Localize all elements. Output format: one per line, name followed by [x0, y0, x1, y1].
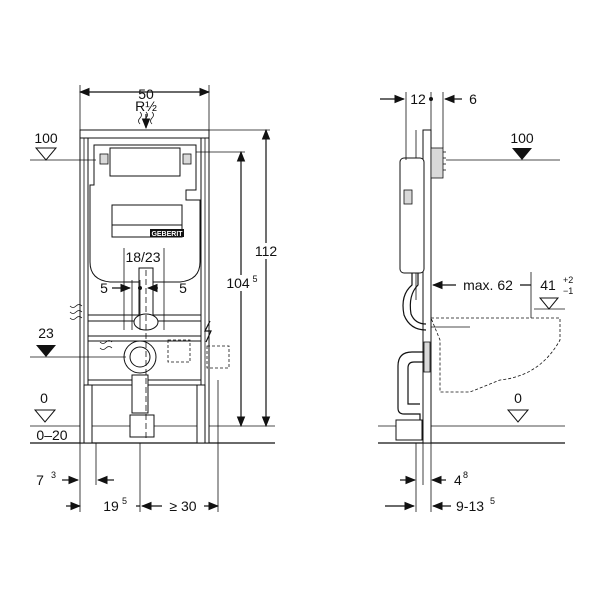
side-flush-pipe [402, 273, 427, 331]
side-dim-9-13-sup: 5 [490, 496, 495, 506]
height-104-label: 104 [226, 275, 250, 291]
side-frame-upright [422, 129, 432, 444]
electrical-box-2 [206, 345, 230, 369]
height-112-label: 112 [255, 243, 278, 259]
side-drain-connector [395, 419, 423, 441]
dim-5-left-label: 5 [100, 280, 108, 296]
brand-badge [150, 229, 184, 237]
water-inlet-icon [69, 304, 83, 308]
level-23-marker [36, 345, 56, 357]
dim-7-label: 7 [36, 472, 44, 488]
dim-7-sup: 3 [51, 470, 56, 480]
max62-label: max. 62 [463, 277, 513, 293]
level-100-label: 100 [34, 130, 58, 146]
side-level-0-label: 0 [514, 390, 522, 406]
dim-18-23-label: 18/23 [125, 249, 160, 265]
level-0-label: 0 [40, 390, 48, 406]
side-41-tol-plus: +2 [563, 275, 573, 285]
side-41-tol-minus: −1 [563, 286, 573, 296]
frame-top-bar [79, 129, 210, 139]
width-label: 50 [138, 86, 154, 102]
dim-12-label: 12 [410, 91, 426, 107]
side-top-bracket [430, 147, 444, 179]
dim-19-label: 19 [103, 498, 119, 514]
dim-19-sup: 5 [122, 496, 127, 506]
frame-foot-right [196, 384, 206, 444]
side-level-0-marker [506, 409, 530, 423]
electric-icon [204, 320, 212, 343]
water-supply-icon [138, 111, 142, 125]
dim-5-right-label: 5 [179, 280, 187, 296]
drain-connector [129, 414, 155, 438]
side-level-100-label: 100 [510, 130, 534, 146]
cistern-top-cover [109, 147, 181, 177]
brand-text: GEBERIT [151, 231, 183, 238]
side-drain-pipe [397, 351, 426, 420]
actuator-plate [111, 204, 183, 226]
level-23-label: 23 [38, 325, 54, 341]
dim-ge30-label: ≥ 30 [169, 498, 196, 514]
side-cistern [399, 157, 425, 274]
side-level-100-marker [512, 148, 532, 160]
level-0-marker [33, 409, 57, 423]
pipe-thread-label: R½ [135, 98, 157, 114]
side-dim-9-13-label: 9-13 [456, 498, 484, 514]
side-dim-4-sup: 8 [463, 470, 468, 480]
side-41-label: 41 [540, 277, 556, 293]
front-view: GEBERIT 50 R½ 100 [30, 85, 279, 514]
side-dim-4-label: 4 [454, 472, 462, 488]
height-104-sup: 5 [252, 274, 257, 284]
level-100-marker [34, 147, 58, 161]
wall-hung-wc-outline [430, 317, 561, 393]
frame-foot-left [83, 384, 93, 444]
dim-6-label: 6 [469, 91, 477, 107]
side-41-marker [538, 297, 560, 310]
side-view: 12 6 100 max. 62 41 +2 −1 0 4 8 9-13 5 [378, 91, 573, 514]
drain-pipe [131, 374, 149, 414]
floor-range-label: 0–20 [36, 427, 67, 443]
electrical-box-1 [167, 339, 191, 363]
